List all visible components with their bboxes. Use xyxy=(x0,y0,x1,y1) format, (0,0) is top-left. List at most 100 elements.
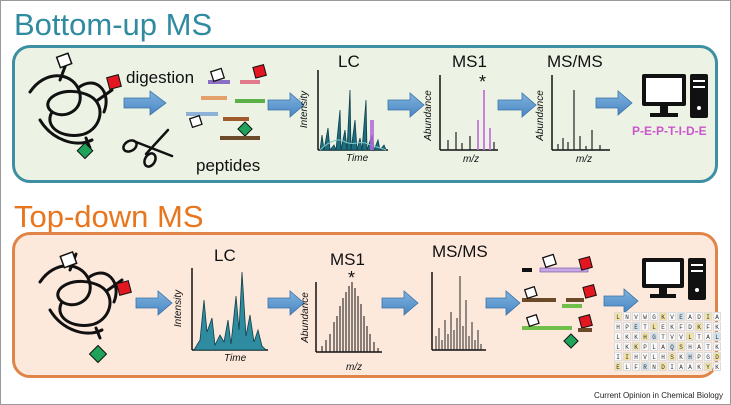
sequence-residue: L xyxy=(614,342,622,351)
sequence-residue: I xyxy=(623,352,631,361)
sequence-residue: A xyxy=(686,312,694,321)
ptm-green-box xyxy=(88,344,108,364)
sequence-residue: T xyxy=(695,332,703,341)
bu-ms1-label: MS1 xyxy=(452,52,487,71)
arrow-td-to-msms xyxy=(381,290,419,316)
sequence-residue: V xyxy=(668,312,676,321)
td-lc-ylabel: Intensity xyxy=(173,289,185,328)
sequence-residue: D xyxy=(695,312,703,321)
digestion-label: digestion xyxy=(126,68,195,87)
sequence-residue: K xyxy=(713,362,721,371)
sequence-residue: E xyxy=(614,362,622,371)
arrow-to-ms1 xyxy=(387,92,425,118)
top-down-panel xyxy=(12,232,718,378)
sequence-residue: L xyxy=(614,312,622,321)
sequence-residue: I xyxy=(668,362,676,371)
arrow-digestion xyxy=(123,90,167,116)
top-down-title: Top-down MS xyxy=(14,199,204,234)
arrow-to-msms xyxy=(497,92,537,118)
sequence-residue: V xyxy=(632,312,640,321)
sequence-residue: L xyxy=(686,332,694,341)
sequence-residue: K xyxy=(632,342,640,351)
sequence-residue: K xyxy=(668,322,676,331)
sequence-residue: P xyxy=(641,342,649,351)
bu-lc-xlabel: Time xyxy=(346,153,369,164)
sequence-residue: A xyxy=(677,362,685,371)
td-lc-label: LC xyxy=(214,246,236,265)
sequence-residue: V xyxy=(668,332,676,341)
sequence-residue: T xyxy=(641,322,649,331)
sequence-residue: H xyxy=(659,352,667,361)
sequence-residue: A xyxy=(704,332,712,341)
arrow-to-lc xyxy=(267,92,305,118)
td-msms-label: MS/MS xyxy=(432,242,488,261)
bu-ms1-chart xyxy=(439,75,498,151)
bu-msms-xlabel: m/z xyxy=(576,154,593,165)
bottom-up-title: Bottom-up MS xyxy=(14,7,213,42)
sequence-residue: A xyxy=(686,362,694,371)
sequence-residue: S xyxy=(677,342,685,351)
td-ms1-label: MS1 xyxy=(330,250,365,269)
sequence-residue: A xyxy=(695,342,703,351)
sequence-residue: L xyxy=(650,342,658,351)
sequence-residue: D xyxy=(713,352,721,361)
td-lc-chart xyxy=(191,268,268,351)
sequence-residue: K xyxy=(695,362,703,371)
protein-icon xyxy=(28,62,114,150)
sequence-residue: A xyxy=(659,342,667,351)
peptide-sequence: P-E-P-T-I-D-E xyxy=(632,124,707,138)
td-ms1-xlabel: m/z xyxy=(346,362,363,373)
sequence-residue: H xyxy=(686,342,694,351)
td-ms1-ylabel: Abundance xyxy=(299,292,311,343)
sequence-residue: K xyxy=(713,342,721,351)
sequence-residue: V xyxy=(641,352,649,361)
sequence-residue: Q xyxy=(668,342,676,351)
bu-lc-label: LC xyxy=(338,52,360,71)
sequence-residue: R xyxy=(641,362,649,371)
sequence-residue: N xyxy=(623,312,631,321)
sequence-residue: L xyxy=(713,332,721,341)
computer-icon xyxy=(642,74,708,118)
td-ms1-chart xyxy=(315,282,382,353)
bu-msms-ylabel: Abundance xyxy=(534,90,546,141)
sequence-residue: D xyxy=(659,362,667,371)
td-lc-xlabel: Time xyxy=(224,353,247,364)
ptm-white-box xyxy=(55,52,73,69)
sequence-residue: T xyxy=(659,332,667,341)
bu-ms1-star: * xyxy=(479,72,487,92)
scissors-icon xyxy=(122,128,174,168)
sequence-residue: K xyxy=(677,352,685,361)
sequence-residue: L xyxy=(650,322,658,331)
sequence-residue: P xyxy=(623,322,631,331)
sequence-residue: P xyxy=(695,352,703,361)
sequence-residue: H xyxy=(686,352,694,361)
sequence-residue: G xyxy=(704,352,712,361)
peptide-bars xyxy=(186,64,267,140)
sequence-residue: L xyxy=(623,362,631,371)
sequence-residue: H xyxy=(641,332,649,341)
arrow-td-to-lc xyxy=(135,290,173,316)
sequence-residue: S xyxy=(668,352,676,361)
fragment-bars xyxy=(522,253,597,349)
td-msms-chart xyxy=(431,272,486,351)
sequence-residue: E xyxy=(677,312,685,321)
sequence-residue: K xyxy=(713,322,721,331)
sequence-residue: K xyxy=(659,312,667,321)
sequence-residue: I xyxy=(704,312,712,321)
sequence-residue: K xyxy=(623,332,631,341)
protein-icon xyxy=(38,252,124,340)
sequence-residue: F xyxy=(677,322,685,331)
sequence-residue: V xyxy=(677,332,685,341)
sequence-residue: E xyxy=(659,322,667,331)
arrow-to-computer-bu xyxy=(595,90,633,116)
sequence-residue: F xyxy=(632,362,640,371)
sequence-residue: W xyxy=(641,312,649,321)
computer-icon xyxy=(642,258,706,300)
